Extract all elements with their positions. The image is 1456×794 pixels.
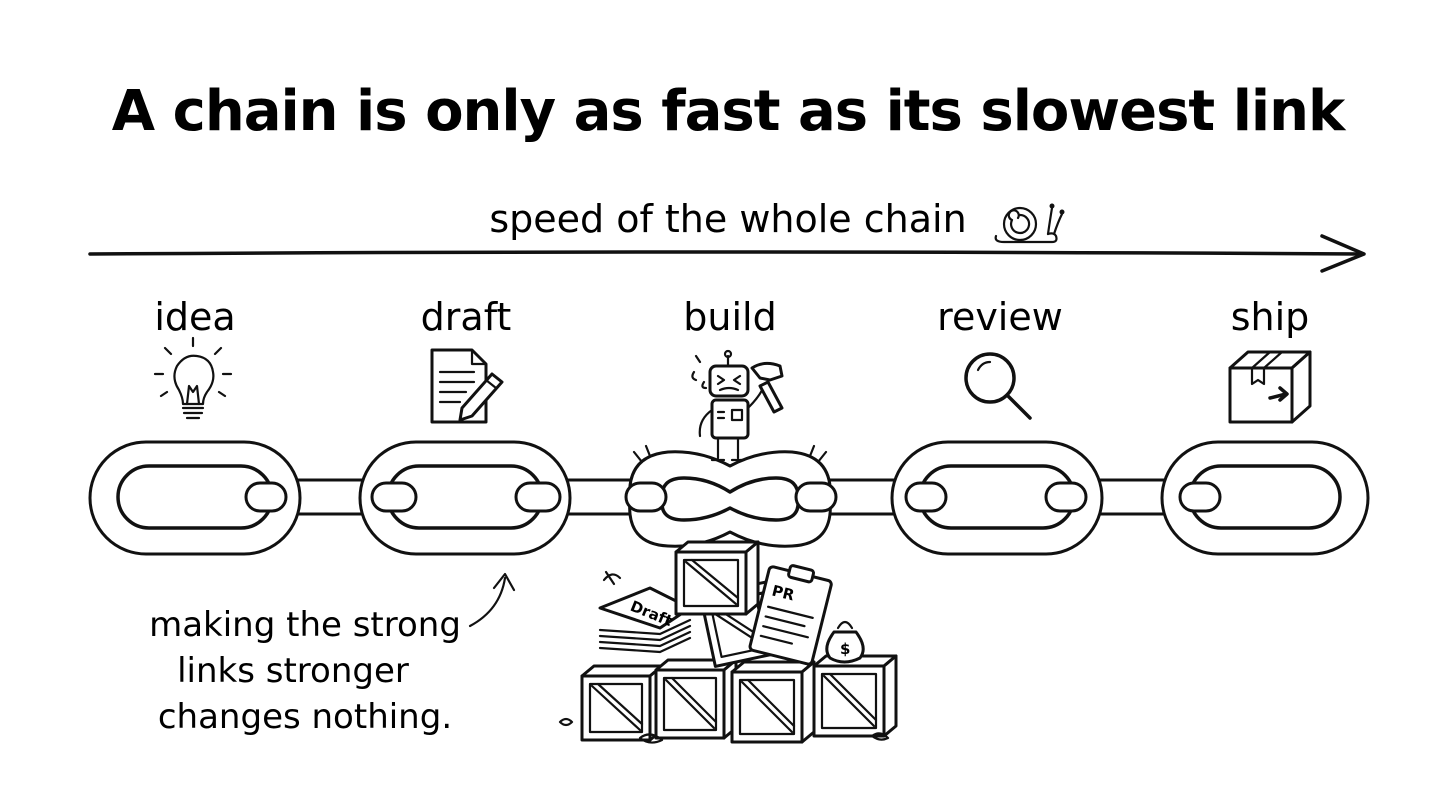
stage-label-build: build — [683, 295, 776, 339]
snail-icon — [994, 203, 1065, 244]
backlog-pile: Draft PR $ — [558, 540, 898, 744]
stage-label-idea: idea — [154, 295, 235, 339]
note-line-2: links stronger — [177, 651, 409, 691]
note-line-3: changes nothing. — [158, 697, 452, 737]
note-arrow — [468, 572, 516, 628]
diagram-title: A chain is only as fast as its slowest l… — [112, 79, 1347, 144]
crate — [730, 660, 816, 744]
document-pencil-icon — [430, 348, 504, 424]
speed-arrow: speed of the whole chain — [88, 197, 1366, 273]
crate — [674, 540, 760, 616]
chain-link-ship — [1160, 440, 1370, 556]
pr-clipboard: PR — [748, 564, 833, 666]
stage-label-ship: ship — [1231, 295, 1310, 339]
crate — [654, 658, 738, 740]
speed-arrow-label: speed of the whole chain — [489, 197, 966, 241]
lightbulb-icon — [153, 336, 233, 420]
package-box-icon — [1228, 350, 1312, 424]
pr-clipboard-label: PR — [770, 582, 797, 605]
robot-hammer-icon — [691, 349, 784, 462]
connector-link-overlay — [244, 481, 1222, 513]
crate — [580, 664, 664, 742]
stage-label-draft: draft — [421, 295, 512, 339]
money-bag-icon: $ — [825, 620, 865, 664]
draft-paper-stack: Draft — [598, 570, 692, 654]
magnifier-icon — [964, 352, 1032, 420]
chain — [88, 440, 1370, 556]
note: making the strong links stronger changes… — [149, 572, 516, 737]
crate — [812, 654, 898, 738]
chain-link-idea — [88, 440, 302, 556]
money-bag-label: $ — [840, 640, 850, 658]
chain-link-review — [890, 440, 1104, 556]
note-line-1: making the strong — [149, 605, 461, 645]
stage-label-review: review — [937, 295, 1063, 339]
